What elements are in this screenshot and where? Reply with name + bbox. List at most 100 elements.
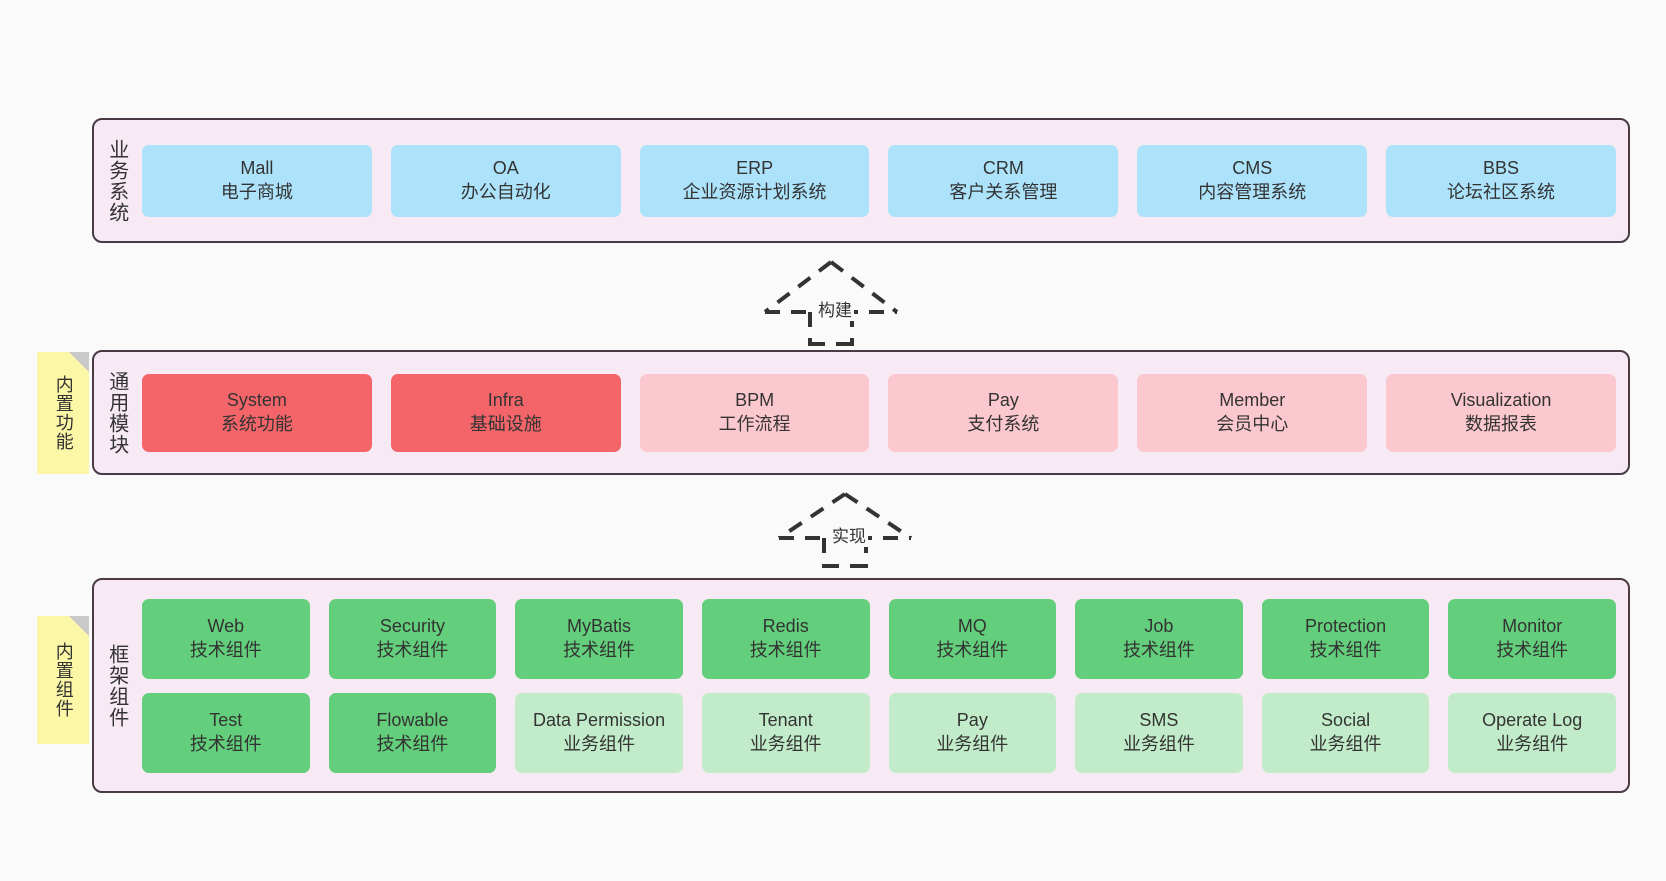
- box-cms[interactable]: CMS 内容管理系统: [1137, 144, 1368, 217]
- connector-build: 构建: [756, 258, 906, 346]
- box-title: Flowable: [376, 710, 449, 731]
- box-title: MQ: [957, 616, 987, 637]
- layer-body-business-systems: Mall 电子商城 OA 办公自动化 ERP 企业资源计划系统 CRM 客户关系…: [138, 120, 1628, 241]
- box-member[interactable]: Member 会员中心: [1137, 373, 1368, 452]
- note-builtin-functions: 内置功能: [37, 352, 89, 474]
- connector-implement-label: 实现: [830, 522, 868, 547]
- box-title: Visualization: [1450, 390, 1552, 411]
- box-title: Test: [209, 710, 243, 731]
- box-oa[interactable]: OA 办公自动化: [390, 144, 621, 217]
- box-erp[interactable]: ERP 企业资源计划系统: [639, 144, 870, 217]
- box-subtitle: 技术组件: [563, 639, 636, 660]
- box-title: Job: [1144, 616, 1174, 637]
- box-title: Mall: [240, 158, 274, 179]
- box-subtitle: 业务组件: [936, 733, 1009, 754]
- box-tenant[interactable]: Tenant 业务组件: [701, 692, 870, 773]
- box-visualization[interactable]: Visualization 数据报表: [1386, 373, 1616, 452]
- box-title: MyBatis: [567, 616, 632, 637]
- box-bpm[interactable]: BPM 工作流程: [639, 373, 870, 452]
- box-social[interactable]: Social 业务组件: [1261, 692, 1430, 773]
- connector-implement: 实现: [770, 490, 920, 568]
- box-subtitle: 工作流程: [718, 413, 791, 434]
- box-subtitle: 企业资源计划系统: [682, 181, 827, 202]
- box-mall[interactable]: Mall 电子商城: [142, 144, 372, 217]
- layer-body-framework-components: Web 技术组件 Security 技术组件 MyBatis 技术组件 Redi…: [138, 580, 1628, 791]
- box-subtitle: 数据报表: [1465, 413, 1538, 434]
- box-pay-component[interactable]: Pay 业务组件: [888, 692, 1057, 773]
- layer-title-framework-components: 框架组件: [105, 643, 128, 728]
- box-subtitle: 技术组件: [749, 639, 822, 660]
- box-title: Redis: [762, 616, 809, 637]
- box-title: Pay: [987, 390, 1019, 411]
- layer-title-common-modules: 通用模块: [105, 370, 128, 455]
- row: Test 技术组件 Flowable 技术组件 Data Permission …: [142, 692, 1616, 773]
- box-subtitle: 技术组件: [376, 733, 449, 754]
- box-title: Protection: [1305, 616, 1387, 637]
- box-title: Monitor: [1502, 616, 1563, 637]
- box-crm[interactable]: CRM 客户关系管理: [888, 144, 1119, 217]
- box-title: Infra: [487, 390, 524, 411]
- box-subtitle: 论坛社区系统: [1447, 181, 1556, 202]
- box-sms[interactable]: SMS 业务组件: [1075, 692, 1243, 773]
- layer-business-systems: 业务系统 Mall 电子商城 OA 办公自动化 ERP 企业资源计划系统 CRM…: [92, 118, 1630, 243]
- box-title: Social: [1321, 710, 1371, 731]
- box-title: ERP: [736, 158, 774, 179]
- box-protection[interactable]: Protection 技术组件: [1261, 598, 1430, 679]
- row: Web 技术组件 Security 技术组件 MyBatis 技术组件 Redi…: [142, 598, 1616, 679]
- box-title: Operate Log: [1482, 710, 1583, 731]
- box-system[interactable]: System 系统功能: [142, 373, 372, 452]
- box-web[interactable]: Web 技术组件: [142, 598, 310, 679]
- box-bbs[interactable]: BBS 论坛社区系统: [1386, 144, 1616, 217]
- layer-common-modules: 通用模块 System 系统功能 Infra 基础设施 BPM 工作流程 Pay…: [92, 350, 1630, 475]
- note-label: 内置功能: [53, 375, 74, 451]
- box-flowable[interactable]: Flowable 技术组件: [328, 692, 497, 773]
- box-subtitle: 会员中心: [1216, 413, 1289, 434]
- box-mq[interactable]: MQ 技术组件: [888, 598, 1057, 679]
- box-title: System: [226, 390, 287, 411]
- box-subtitle: 技术组件: [936, 639, 1009, 660]
- row: Mall 电子商城 OA 办公自动化 ERP 企业资源计划系统 CRM 客户关系…: [142, 144, 1616, 217]
- box-subtitle: 业务组件: [1122, 733, 1195, 754]
- layer-body-common-modules: System 系统功能 Infra 基础设施 BPM 工作流程 Pay 支付系统…: [138, 352, 1628, 473]
- box-subtitle: 内容管理系统: [1198, 181, 1307, 202]
- box-title: Data Permission: [533, 710, 666, 731]
- box-subtitle: 技术组件: [1122, 639, 1195, 660]
- box-title: Pay: [956, 710, 988, 731]
- box-pay[interactable]: Pay 支付系统: [888, 373, 1119, 452]
- box-subtitle: 技术组件: [189, 639, 262, 660]
- box-subtitle: 业务组件: [1496, 733, 1569, 754]
- box-title: CMS: [1232, 158, 1273, 179]
- box-title: OA: [492, 158, 519, 179]
- box-title: Member: [1219, 390, 1286, 411]
- box-test[interactable]: Test 技术组件: [142, 692, 310, 773]
- box-operate-log[interactable]: Operate Log 业务组件: [1448, 692, 1616, 773]
- connector-build-label: 构建: [816, 296, 854, 321]
- box-redis[interactable]: Redis 技术组件: [701, 598, 870, 679]
- box-data-permission[interactable]: Data Permission 业务组件: [515, 692, 683, 773]
- box-title: CRM: [982, 158, 1024, 179]
- box-title: BPM: [735, 390, 775, 411]
- box-subtitle: 技术组件: [1309, 639, 1382, 660]
- box-subtitle: 电子商城: [220, 181, 293, 202]
- box-title: Tenant: [758, 710, 813, 731]
- box-monitor[interactable]: Monitor 技术组件: [1448, 598, 1616, 679]
- box-mybatis[interactable]: MyBatis 技术组件: [515, 598, 683, 679]
- box-security[interactable]: Security 技术组件: [328, 598, 497, 679]
- box-subtitle: 技术组件: [1496, 639, 1569, 660]
- box-subtitle: 业务组件: [749, 733, 822, 754]
- box-subtitle: 支付系统: [967, 413, 1040, 434]
- box-job[interactable]: Job 技术组件: [1075, 598, 1243, 679]
- row: System 系统功能 Infra 基础设施 BPM 工作流程 Pay 支付系统…: [142, 373, 1616, 452]
- note-builtin-components: 内置组件: [37, 616, 89, 744]
- box-subtitle: 基础设施: [469, 413, 542, 434]
- box-title: Security: [379, 616, 445, 637]
- box-subtitle: 系统功能: [220, 413, 293, 434]
- box-subtitle: 技术组件: [189, 733, 262, 754]
- layer-title-business-systems: 业务系统: [105, 138, 128, 223]
- box-subtitle: 技术组件: [376, 639, 449, 660]
- box-subtitle: 业务组件: [563, 733, 636, 754]
- layer-framework-components: 框架组件 Web 技术组件 Security 技术组件 MyBatis 技术组件…: [92, 578, 1630, 793]
- box-infra[interactable]: Infra 基础设施: [390, 373, 621, 452]
- box-title: SMS: [1139, 710, 1179, 731]
